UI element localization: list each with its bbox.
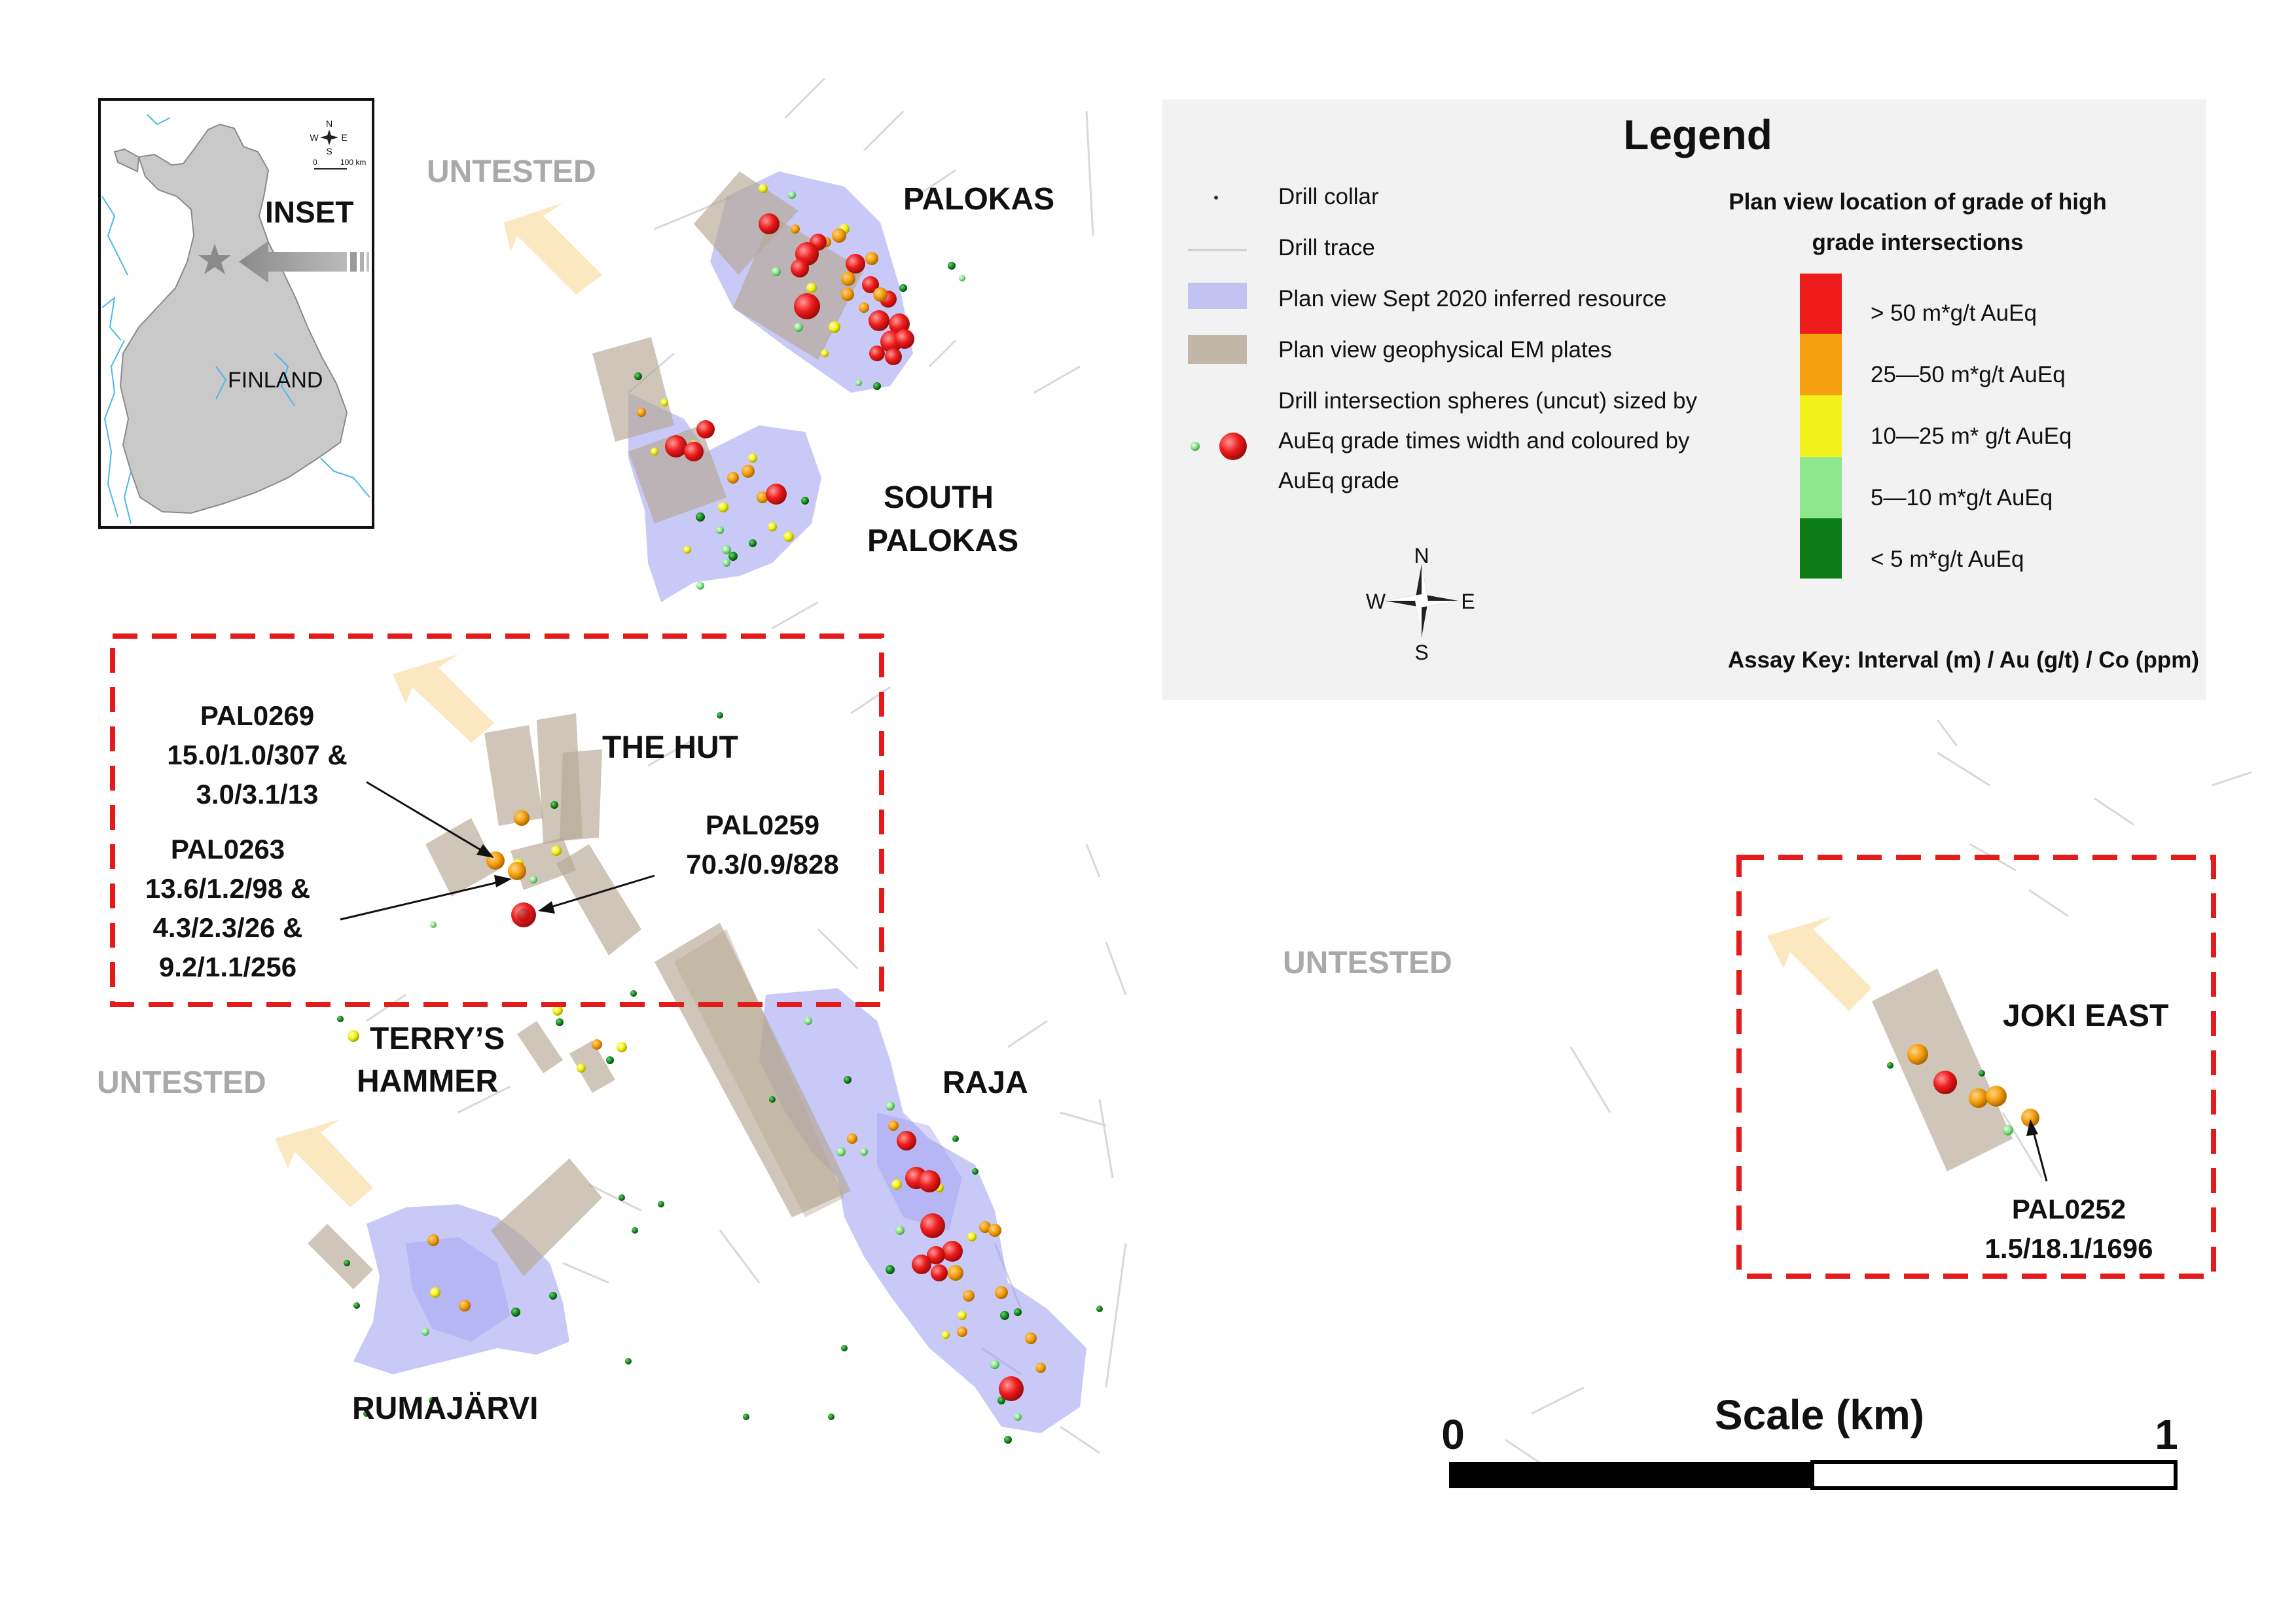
joki-focus-box [1736, 855, 2216, 1279]
pal0269-assay-2: 3.0/3.1/13 [196, 779, 319, 810]
grade-swatch-gt50 [1800, 274, 1842, 334]
pal0259-assay-1: 70.3/0.9/828 [686, 849, 839, 880]
svg-text:W: W [310, 132, 319, 143]
svg-text:Drill trace: Drill trace [1278, 235, 1375, 260]
label-south-palokas-2: PALOKAS [867, 524, 1018, 558]
legend-em-plates: Plan view geophysical EM plates [1188, 335, 1612, 364]
grade-swatch-lt5 [1800, 518, 1842, 579]
inset-map: N S W E 0 100 km INSET FINLAND [98, 98, 374, 529]
inset-compass: N S W E [310, 118, 347, 156]
label-terrys-1: TERRY’S [370, 1022, 505, 1056]
svg-text:E: E [1461, 590, 1475, 613]
svg-text:E: E [341, 132, 347, 143]
resource-raja [759, 988, 1086, 1433]
label-terrys-2: HAMMER [357, 1064, 498, 1099]
pal0263-id: PAL0263 [171, 834, 285, 865]
svg-text:Plan view geophysical EM plate: Plan view geophysical EM plates [1278, 337, 1612, 363]
svg-text:Drill intersection spheres (un: Drill intersection spheres (uncut) sized… [1278, 388, 1697, 414]
pal0263-assay-3: 9.2/1.1/256 [159, 952, 296, 982]
pal0259-id: PAL0259 [706, 810, 819, 840]
location-star-icon [198, 243, 231, 274]
grade-color-scale: > 50 m*g/t AuEq 25—50 m*g/t AuEq 10—25 m… [1800, 274, 2072, 579]
grade-spheres [486, 213, 2039, 1401]
inset-arrow-icon [239, 241, 369, 283]
grade-label-25-50: 25—50 m*g/t AuEq [1871, 362, 2066, 387]
svg-text:100 km: 100 km [340, 158, 366, 167]
scale-title: Scale (km) [1715, 1391, 1924, 1438]
legend-panel [1162, 99, 2206, 700]
legend-compass-icon: N S W E [1366, 544, 1475, 664]
drillhole-pal0269: PAL0269 15.0/1.0/307 & 3.0/3.1/13 [167, 700, 494, 858]
svg-text:Plan view Sept 2020 inferred r: Plan view Sept 2020 inferred resource [1278, 286, 1666, 312]
label-south-palokas-1: SOUTH [884, 480, 994, 515]
grade-title-1: Plan view location of grade of high [1729, 189, 2107, 215]
label-untested-east: UNTESTED [1283, 946, 1452, 980]
grade-title-2: grade intersections [1812, 230, 2024, 255]
label-raja: RAJA [942, 1065, 1028, 1100]
svg-text:S: S [1414, 641, 1428, 664]
label-the-hut: THE HUT [602, 730, 738, 765]
svg-text:0: 0 [313, 158, 317, 167]
finland-shape [119, 123, 348, 514]
scale-bar: Scale (km) 0 1 [1441, 1391, 2178, 1490]
grade-swatch-5-10 [1800, 457, 1842, 518]
pal0252-id: PAL0252 [2012, 1194, 2126, 1224]
area-labels: PALOKAS SOUTH PALOKAS THE HUT TERRY’S HA… [352, 182, 2168, 1426]
svg-text:N: N [1414, 544, 1429, 567]
label-untested-north: UNTESTED [427, 154, 596, 189]
legend: Legend Drill collar Drill trace Plan vie… [1162, 99, 2206, 700]
svg-text:Drill collar: Drill collar [1278, 184, 1379, 209]
hut-focus-box [110, 633, 884, 1007]
grade-swatch-25-50 [1800, 334, 1842, 395]
untested-arrow-joki [1767, 916, 1872, 1011]
grade-swatch-10-25 [1800, 395, 1842, 457]
scale-start: 0 [1441, 1411, 1465, 1458]
label-palokas: PALOKAS [903, 182, 1054, 217]
legend-drill-collar: Drill collar [1214, 184, 1379, 209]
legend-intersection-spheres: Drill intersection spheres (uncut) sized… [1191, 388, 1697, 493]
grade-label-lt5: < 5 m*g/t AuEq [1871, 546, 2024, 572]
untested-arrow-hut [393, 654, 494, 743]
legend-title: Legend [1623, 111, 1772, 158]
untested-arrows [275, 203, 1872, 1207]
drill-collars [337, 184, 2013, 1444]
grade-label-gt50: > 50 m*g/t AuEq [1871, 300, 2037, 326]
untested-arrow-north [504, 203, 602, 294]
grade-label-5-10: 5—10 m*g/t AuEq [1871, 485, 2053, 510]
drillhole-pal0263: PAL0263 13.6/1.2/98 & 4.3/2.3/26 & 9.2/1… [145, 834, 512, 982]
svg-text:N: N [326, 118, 332, 129]
svg-text:AuEq grade: AuEq grade [1278, 468, 1399, 493]
pal0269-assay-1: 15.0/1.0/307 & [167, 740, 348, 770]
legend-inferred-resource: Plan view Sept 2020 inferred resource [1188, 283, 1666, 312]
pal0263-assay-1: 13.6/1.2/98 & [145, 873, 310, 904]
inset-title: INSET [265, 195, 353, 229]
svg-text:S: S [326, 146, 332, 156]
untested-arrow-rumajarvi [275, 1119, 373, 1207]
scale-end: 1 [2155, 1411, 2178, 1458]
drillhole-pal0259: PAL0259 70.3/0.9/828 [538, 810, 839, 914]
svg-text:AuEq grade times width and col: AuEq grade times width and coloured by [1278, 428, 1690, 454]
inset-scale: 0 100 km [313, 158, 366, 169]
assay-key: Assay Key: Interval (m) / Au (g/t) / Co … [1728, 647, 2199, 673]
pal0263-assay-2: 4.3/2.3/26 & [153, 912, 303, 943]
inset-country: FINLAND [228, 368, 323, 393]
legend-drill-trace: Drill trace [1188, 235, 1375, 260]
label-untested-west: UNTESTED [97, 1065, 266, 1100]
label-rumajarvi: RUMAJÄRVI [352, 1391, 538, 1426]
drillhole-pal0252: PAL0252 1.5/18.1/1696 [1985, 1119, 2153, 1264]
grade-label-10-25: 10—25 m* g/t AuEq [1871, 423, 2072, 449]
label-joki-east: JOKI EAST [2003, 999, 2168, 1033]
inferred-resources [353, 171, 1086, 1433]
pal0252-assay-1: 1.5/18.1/1696 [1985, 1233, 2153, 1264]
svg-text:W: W [1366, 590, 1386, 613]
pal0269-id: PAL0269 [200, 700, 314, 731]
